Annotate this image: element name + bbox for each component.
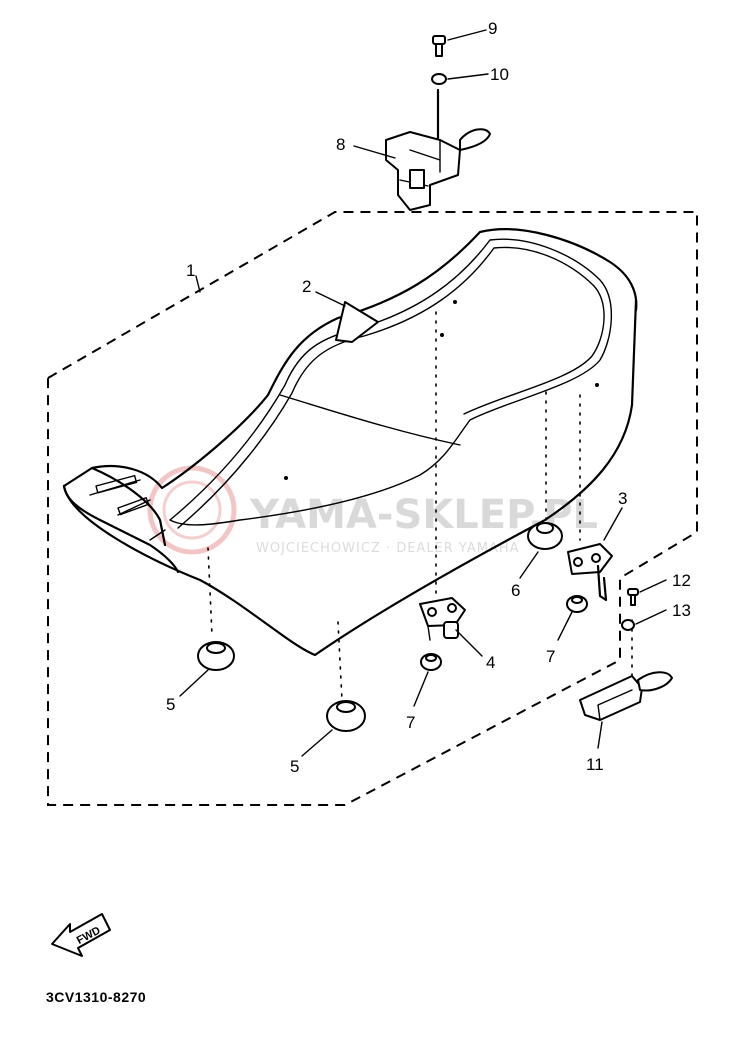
callout-7b: 7 xyxy=(406,713,415,732)
callout-9: 9 xyxy=(488,19,497,38)
collar-7-lower xyxy=(420,653,442,671)
callout-labels: 1 2 3 4 5 5 6 7 7 8 9 10 11 12 13 xyxy=(166,19,691,776)
callout-8: 8 xyxy=(336,135,345,154)
callout-5a: 5 xyxy=(166,695,175,714)
fwd-arrow-icon xyxy=(51,913,111,957)
bracket-11 xyxy=(579,671,673,721)
callout-1: 1 xyxy=(186,261,195,280)
washer-10 xyxy=(431,73,447,85)
damper-5-right xyxy=(326,700,366,732)
seat-assembly xyxy=(62,228,638,657)
watermark-subtitle: WOJCIECHOWICZ · DEALER YAMAHA xyxy=(256,541,520,556)
callout-7a: 7 xyxy=(546,647,555,666)
bolt-9 xyxy=(432,35,446,57)
callout-6: 6 xyxy=(511,581,520,600)
callout-2: 2 xyxy=(302,277,311,296)
fwd-arrow: FWD xyxy=(51,913,111,957)
seat-hook xyxy=(335,301,379,343)
callout-12: 12 xyxy=(672,571,691,590)
callout-4: 4 xyxy=(486,653,495,672)
callout-11: 11 xyxy=(586,755,604,774)
seat-catch-3 xyxy=(567,543,613,602)
washer-13 xyxy=(621,619,635,631)
damper-6 xyxy=(527,522,563,550)
seat-lock xyxy=(385,88,491,211)
callout-3: 3 xyxy=(618,489,627,508)
callout-10: 10 xyxy=(490,65,509,84)
screw-12 xyxy=(627,588,639,606)
bracket-4 xyxy=(419,597,466,641)
collar-7-upper xyxy=(566,595,588,613)
callout-13: 13 xyxy=(672,601,691,620)
callout-5b: 5 xyxy=(290,757,299,776)
part-code: 3CV1310-8270 xyxy=(46,989,146,1005)
damper-5-left xyxy=(197,641,235,671)
leader-lines xyxy=(179,29,667,757)
